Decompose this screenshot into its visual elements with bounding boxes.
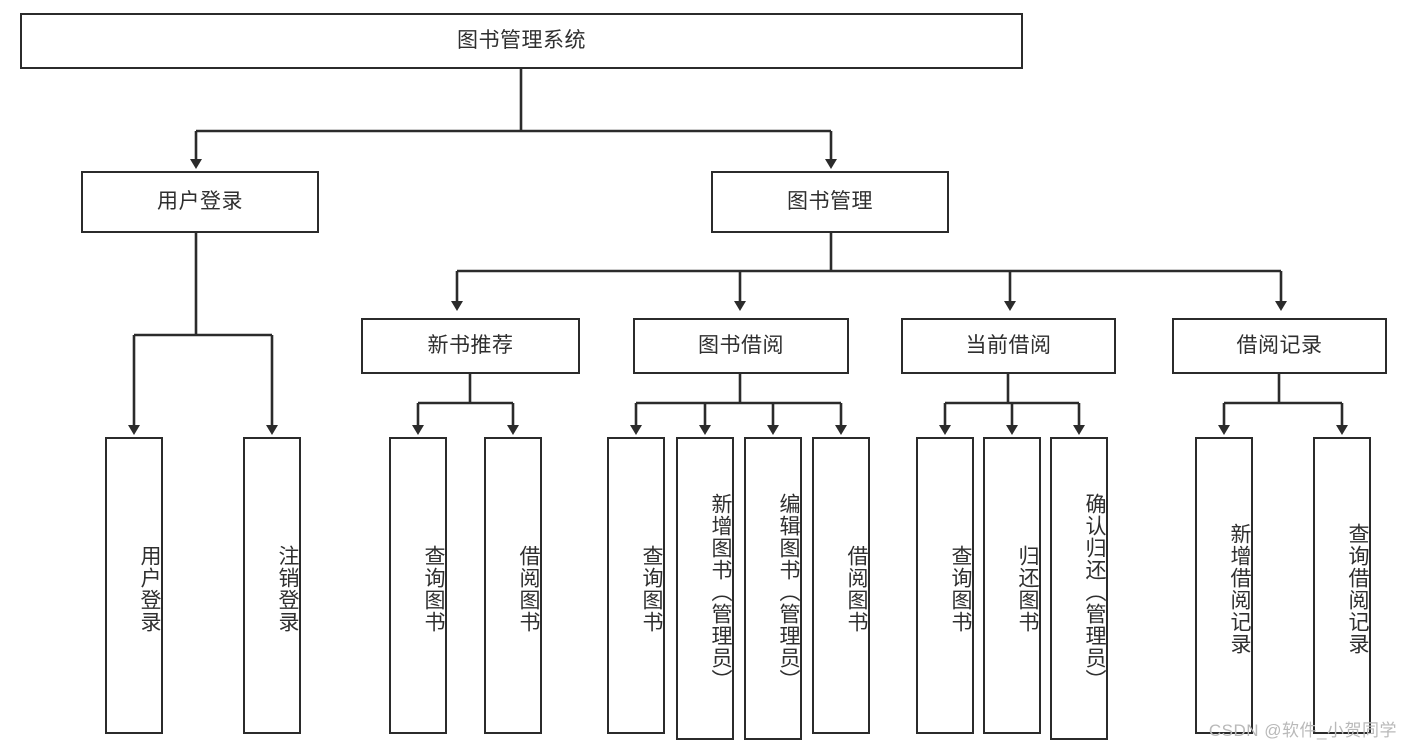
leaf-borrow-record-query[interactable]: 查询借阅记录 (1313, 437, 1371, 734)
leaf-borrow-record-add-label: 新增借阅记录 (1228, 522, 1251, 655)
leaf-book-borrow-edit-label: 编辑图书（管理员） (777, 492, 800, 691)
node-current-borrow-label: 当前借阅 (965, 334, 1052, 358)
csdn-watermark: CSDN @软件_小贺同学 (1208, 721, 1397, 740)
leaf-book-borrow-query-label: 查询图书 (640, 544, 663, 633)
leaf-user-login-signout-label: 注销登录 (276, 544, 299, 633)
node-borrow-record-label: 借阅记录 (1236, 334, 1323, 358)
node-new-book-recommend[interactable]: 新书推荐 (361, 318, 580, 374)
node-book-management-label: 图书管理 (787, 190, 873, 214)
leaf-current-borrow-confirm-return-label: 确认归还（管理员） (1083, 492, 1106, 691)
node-book-borrow-label: 图书借阅 (698, 334, 784, 358)
leaf-new-book-query-label: 查询图书 (422, 544, 445, 633)
leaf-current-borrow-query-label: 查询图书 (949, 544, 972, 633)
node-root[interactable]: 图书管理系统 (20, 13, 1023, 69)
leaf-borrow-record-add[interactable]: 新增借阅记录 (1195, 437, 1253, 734)
leaf-current-borrow-query[interactable]: 查询图书 (916, 437, 974, 734)
leaf-borrow-record-query-label: 查询借阅记录 (1346, 522, 1369, 655)
leaf-new-book-borrow[interactable]: 借阅图书 (484, 437, 542, 734)
leaf-current-borrow-return-label: 归还图书 (1016, 544, 1039, 633)
leaf-user-login-signin[interactable]: 用户登录 (105, 437, 163, 734)
leaf-book-borrow-borrow-label: 借阅图书 (845, 544, 868, 633)
node-user-login[interactable]: 用户登录 (81, 171, 319, 233)
leaf-book-borrow-add-label: 新增图书（管理员） (709, 492, 732, 691)
leaf-user-login-signin-label: 用户登录 (138, 544, 161, 633)
leaf-new-book-borrow-label: 借阅图书 (517, 544, 540, 633)
leaf-current-borrow-return[interactable]: 归还图书 (983, 437, 1041, 734)
node-current-borrow[interactable]: 当前借阅 (901, 318, 1116, 374)
leaf-book-borrow-edit[interactable]: 编辑图书（管理员） (744, 437, 802, 740)
leaf-book-borrow-query[interactable]: 查询图书 (607, 437, 665, 734)
leaf-book-borrow-add[interactable]: 新增图书（管理员） (676, 437, 734, 740)
node-borrow-record[interactable]: 借阅记录 (1172, 318, 1387, 374)
leaf-current-borrow-confirm-return[interactable]: 确认归还（管理员） (1050, 437, 1108, 740)
node-book-borrow[interactable]: 图书借阅 (633, 318, 849, 374)
node-root-label: 图书管理系统 (457, 29, 586, 53)
leaf-book-borrow-borrow[interactable]: 借阅图书 (812, 437, 870, 734)
leaf-user-login-signout[interactable]: 注销登录 (243, 437, 301, 734)
leaf-new-book-query[interactable]: 查询图书 (389, 437, 447, 734)
node-book-management[interactable]: 图书管理 (711, 171, 949, 233)
node-new-book-recommend-label: 新书推荐 (427, 334, 514, 358)
node-user-login-label: 用户登录 (157, 190, 243, 214)
